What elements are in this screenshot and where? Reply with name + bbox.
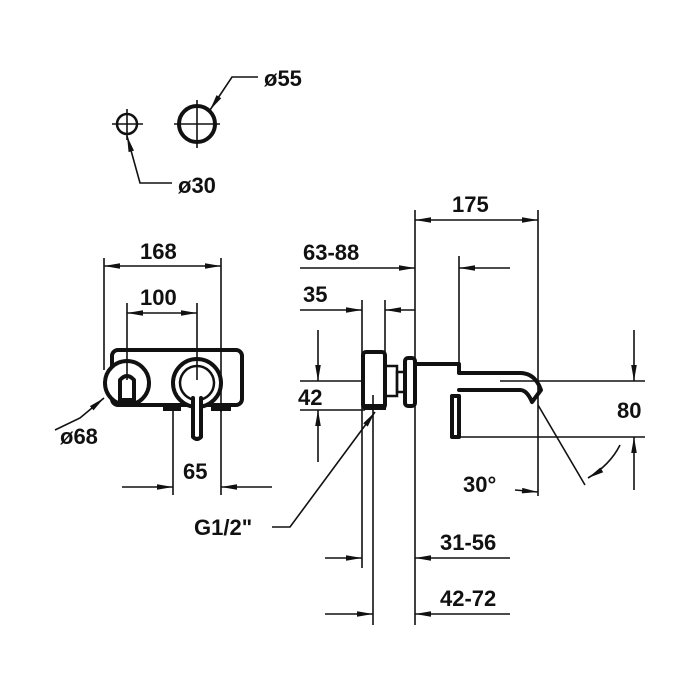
label-80: 80 (617, 398, 641, 423)
circle-d30 (112, 109, 172, 184)
label-42-72: 42-72 (440, 586, 496, 611)
label-175: 175 (452, 192, 489, 217)
label-168: 168 (140, 239, 177, 264)
circle-d55 (174, 76, 258, 148)
label-d68: ø68 (60, 424, 98, 449)
label-100: 100 (140, 285, 177, 310)
front-view (103, 348, 244, 441)
label-d30: ø30 (178, 173, 216, 198)
label-65: 65 (183, 459, 207, 484)
label-31-56: 31-56 (440, 530, 496, 555)
label-35: 35 (303, 282, 327, 307)
side-view (361, 350, 543, 439)
label-42: 42 (298, 385, 322, 410)
label-thread: G1/2" (194, 515, 252, 540)
label-30deg: 30° (463, 472, 496, 497)
label-63-88: 63-88 (303, 240, 359, 265)
label-d55: ø55 (264, 66, 302, 91)
